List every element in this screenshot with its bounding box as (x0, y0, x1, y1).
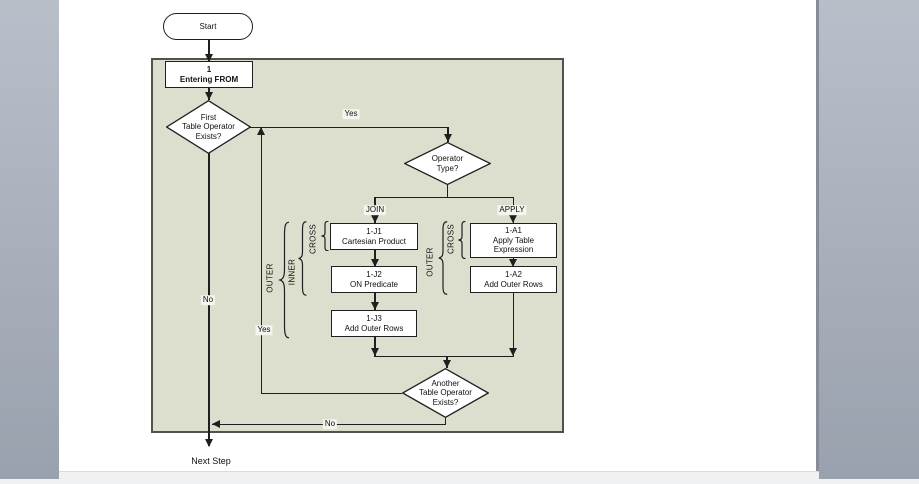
arrowhead-into-first-decision (205, 92, 213, 100)
arrowhead-j3-merge (371, 348, 379, 356)
connector-yes-horizontal (249, 126, 448, 128)
connector-operator-type-stem (446, 185, 448, 197)
connector-start-to-entering (208, 40, 210, 62)
step-j3-add-outer-rows: 1-J3 Add Outer Rows (331, 310, 417, 337)
window-bottom-strip (0, 479, 919, 484)
arrowhead-into-j1 (371, 215, 379, 223)
brace-label-join-inner: INNER (287, 258, 297, 286)
first-table-operator-label: First Table Operator Exists? (182, 112, 235, 141)
arrowhead-into-j2 (371, 259, 379, 267)
operator-type-decision: Operator Type? (404, 142, 491, 185)
diamond-shape-icon (404, 142, 491, 185)
brace-join-outer (278, 221, 291, 339)
connector-j3-to-merge (374, 337, 376, 356)
step-a2-add-outer-rows: 1-A2 Add Outer Rows (470, 266, 557, 293)
entering-from-label: 1 Entering FROM (179, 64, 239, 84)
edge-label-no-bottom: No (322, 419, 338, 429)
arrowhead-next-step (205, 439, 213, 447)
connector-yes-loop-horizontal (261, 392, 402, 394)
arrowhead-yes-loop-up (257, 127, 265, 135)
brace-label-join-outer: OUTER (265, 263, 275, 293)
brace-label-apply-outer: OUTER (425, 247, 435, 277)
a1-label: 1-A1 Apply Table Expression (492, 226, 535, 255)
a2-label: 1-A2 Add Outer Rows (484, 269, 543, 289)
arrowhead-a2-merge (509, 348, 517, 356)
connector-a2-to-merge (512, 293, 514, 356)
edge-label-no-left: No (200, 295, 216, 305)
start-node: Start (163, 13, 253, 40)
diamond-shape-icon (402, 368, 489, 418)
branch-label-apply: APPLY (497, 205, 527, 215)
arrowhead-into-j3 (371, 302, 379, 310)
connector-branch-split (374, 196, 514, 198)
arrowhead-into-entering (205, 54, 213, 62)
j3-label: 1-J3 Add Outer Rows (344, 313, 404, 333)
brace-label-apply-cross: CROSS (446, 224, 456, 254)
arrowhead-into-a2 (509, 259, 517, 267)
edge-label-yes-loop: Yes (255, 325, 273, 335)
connector-another-no-stem (444, 418, 446, 425)
step-a1-apply-table-expression: 1-A1 Apply Table Expression (470, 223, 557, 258)
arrowhead-into-another-decision (443, 360, 451, 368)
start-label: Start (199, 21, 217, 31)
arrowhead-into-a1 (509, 215, 517, 223)
branch-label-join: JOIN (363, 205, 387, 215)
entering-from-step: 1 Entering FROM (165, 61, 253, 88)
edge-label-yes-top: Yes (342, 109, 360, 119)
another-table-operator-label: Another Table Operator Exists? (419, 378, 472, 407)
diamond-shape-icon (166, 100, 251, 154)
brace-join-cross (320, 221, 330, 251)
connector-j2-to-j3 (374, 293, 376, 310)
step-j1-cartesian-product: 1-J1 Cartesian Product (330, 223, 418, 250)
first-table-operator-decision: First Table Operator Exists? (166, 100, 251, 154)
j2-label: 1-J2 ON Predicate (349, 269, 399, 289)
next-step-label: Next Step (191, 456, 231, 466)
arrowhead-no-left (212, 420, 220, 428)
step-j2-on-predicate: 1-J2 ON Predicate (331, 266, 417, 293)
brace-apply-cross (457, 221, 467, 259)
another-table-operator-decision: Another Table Operator Exists? (402, 368, 489, 418)
arrowhead-into-operator-type (444, 134, 452, 142)
connector-yes-loop-vertical (260, 127, 262, 393)
brace-label-join-cross: CROSS (308, 224, 318, 254)
j1-label: 1-J1 Cartesian Product (341, 226, 407, 246)
operator-type-label: Operator Type? (431, 154, 464, 173)
brace-apply-outer (437, 221, 449, 295)
connector-j1-to-j2 (374, 250, 376, 267)
brace-join-inner (297, 221, 308, 296)
connector-merge-horizontal (374, 355, 514, 357)
